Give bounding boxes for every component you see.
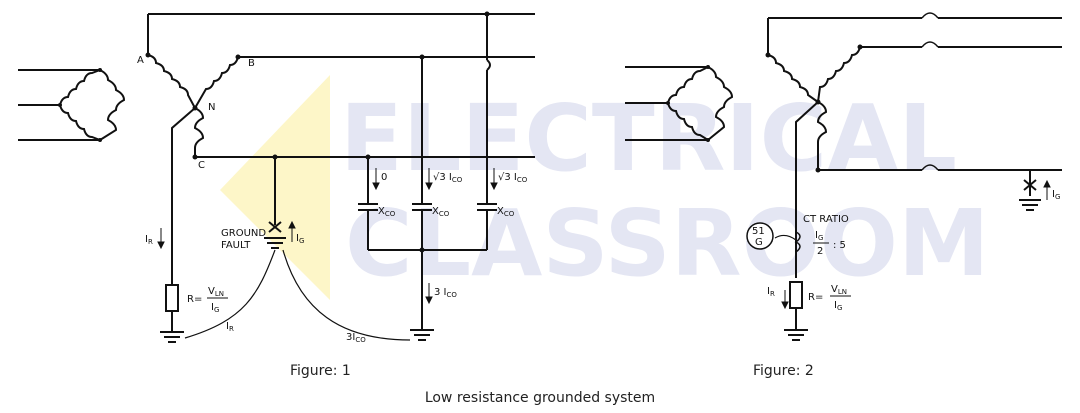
- fig2-neutral-resistor: [789, 281, 803, 309]
- watermark: ELECTRICAL CLASSROOM: [220, 75, 990, 300]
- label-ct-ratio: CT RATIO: [803, 214, 849, 225]
- svg-text:3 ICO: 3 ICO: [434, 287, 457, 299]
- label-ir: I: [145, 234, 148, 245]
- label-resistor-num: V: [208, 286, 215, 297]
- label-xco-2: X: [432, 206, 439, 217]
- label-resistor-den: I: [211, 302, 214, 313]
- svg-text:IG: IG: [834, 300, 842, 312]
- label-relay-top: 51: [752, 226, 765, 237]
- svg-text:√3 ICO: √3 ICO: [498, 172, 528, 184]
- svg-text:VLN: VLN: [208, 286, 224, 298]
- label-fig2-ig: I: [1052, 189, 1055, 200]
- fig2-winding-b: [817, 46, 861, 103]
- fig2-neutral-conductor: [795, 101, 819, 278]
- label-phase-a: A: [137, 55, 144, 66]
- fig2-delta-source: [625, 66, 734, 141]
- svg-text:IR: IR: [226, 321, 234, 333]
- label-ct-den: 2: [817, 246, 823, 257]
- svg-text:3ICO: 3ICO: [346, 332, 366, 344]
- label-ct-suffix: : 5: [833, 240, 846, 251]
- svg-text:IR: IR: [767, 286, 775, 298]
- fig2-winding-c: [816, 101, 828, 170]
- label-ground-fault-1: GROUND: [221, 228, 266, 239]
- fig1-neutral-resistor: [165, 284, 179, 312]
- watermark-line2: CLASSROOM: [345, 190, 990, 297]
- fig2-labels: 51 G CT RATIO IG 2 : 5 IR R= VLN IG IG: [752, 189, 1060, 312]
- fig2-relay-51g: [746, 222, 774, 250]
- label-neutral: N: [208, 102, 215, 113]
- label-resistor-den-sub: G: [214, 306, 219, 314]
- fig2-fault-marker: [1023, 179, 1037, 191]
- svg-text:IG: IG: [296, 233, 304, 245]
- label-ct-num: I: [815, 230, 818, 241]
- fig2-winding-a: [767, 54, 819, 103]
- label-phase-c: C: [198, 160, 205, 171]
- svg-text:IG: IG: [211, 302, 219, 314]
- label-ig-sub: G: [299, 237, 304, 245]
- fig1-delta-source: [18, 69, 126, 141]
- label-fig2-resistor-prefix: R=: [808, 292, 823, 303]
- label-return-current: 3 I: [434, 287, 447, 298]
- fig1-junctions: [58, 11, 490, 253]
- label-loop-ir: I: [226, 321, 229, 332]
- fig1-winding-b: [194, 56, 239, 109]
- label-fig2-resistor-den: I: [834, 300, 837, 311]
- svg-text:XCO: XCO: [378, 206, 396, 218]
- fig1-labels: A B C N GROUND FAULT IG IR R= VLN IG XCO…: [137, 55, 528, 344]
- fig1-neutral-conductor: [171, 107, 196, 285]
- label-loop-3ico: 3I: [346, 332, 355, 343]
- label-xco-3: X: [497, 206, 504, 217]
- svg-text:√3 ICO: √3 ICO: [433, 172, 463, 184]
- fig1-fault-marker: [268, 221, 282, 233]
- fig2-arrows: [781, 179, 1051, 310]
- figure1-caption: Figure: 1: [290, 363, 351, 379]
- figure2-caption: Figure: 2: [753, 363, 814, 379]
- fig1-loop-3ico: [282, 249, 411, 341]
- label-fig2-resistor-num: V: [831, 284, 838, 295]
- fig2-junctions: [666, 44, 863, 173]
- fig1-winding-c: [193, 107, 205, 157]
- fig1-loop-ir: [184, 249, 276, 339]
- label-cap3-root: √3: [498, 172, 511, 183]
- svg-text:XCO: XCO: [432, 206, 450, 218]
- label-ig: I: [296, 233, 299, 244]
- svg-text:IR: IR: [145, 234, 153, 246]
- svg-text:VLN: VLN: [831, 284, 847, 296]
- label-cap1-current: 0: [381, 172, 387, 183]
- svg-text:IG: IG: [815, 230, 823, 242]
- fig1-arrows: [157, 168, 498, 305]
- figure2-circuit: [625, 12, 1062, 341]
- label-xco-1: X: [378, 206, 385, 217]
- label-relay-bottom: G: [755, 237, 763, 248]
- svg-text:IG: IG: [1052, 189, 1060, 201]
- label-cap2-root: √3: [433, 172, 446, 183]
- figure1-circuit: [18, 13, 535, 343]
- svg-text:XCO: XCO: [497, 206, 515, 218]
- label-ir-sub: R: [148, 238, 153, 246]
- label-resistor-num-sub: LN: [215, 290, 224, 298]
- label-phase-b: B: [248, 58, 255, 69]
- label-fig2-ir: I: [767, 286, 770, 297]
- fig1-winding-a: [147, 54, 196, 109]
- fig2-ct: [794, 231, 801, 253]
- label-ground-fault-2: FAULT: [221, 240, 251, 251]
- label-resistor-prefix: R=: [187, 294, 202, 305]
- footer-title: Low resistance grounded system: [425, 390, 655, 406]
